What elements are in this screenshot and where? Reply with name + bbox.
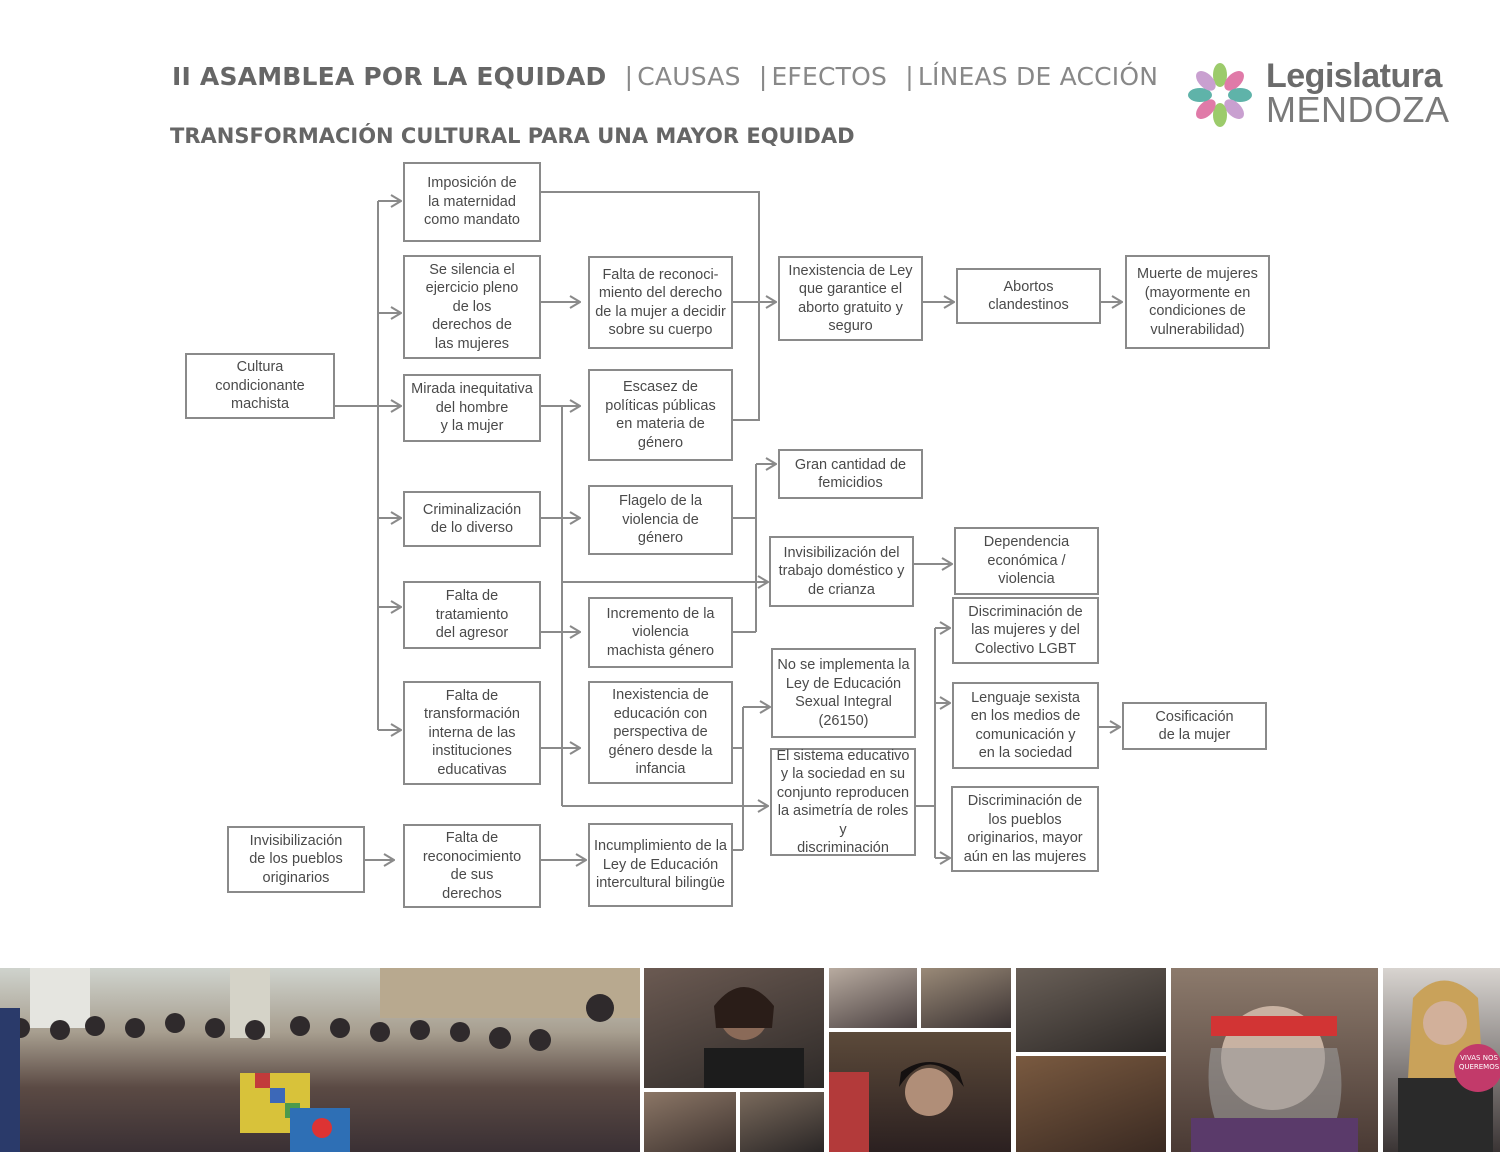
node-cosificacion-mujer: Cosificación de la mujer [1122, 702, 1267, 750]
node-incumplimiento-ley: Incumplimiento de la Ley de Educación in… [588, 823, 733, 907]
header-main-title: II ASAMBLEA POR LA EQUIDAD [172, 62, 607, 91]
logo-word-mendoza: MENDOZA [1266, 89, 1450, 130]
header-title: II ASAMBLEA POR LA EQUIDAD |CAUSAS |EFEC… [172, 62, 1158, 91]
header-efectos: EFECTOS [771, 62, 888, 91]
node-gran-cantidad-femicidios: Gran cantidad de femicidios [778, 449, 923, 499]
node-invisibilizacion-pueblos: Invisibilización de los pueblos originar… [227, 826, 365, 893]
node-flagelo-violencia: Flagelo de la violencia de género [588, 485, 733, 555]
header-causas: CAUSAS [637, 62, 741, 91]
node-inexistencia-educacion: Inexistencia de educación con perspectiv… [588, 681, 733, 784]
photo-leader-figure [1191, 1006, 1358, 1152]
node-dependencia-economica: Dependencia económica / violencia [954, 527, 1099, 595]
node-discriminacion-pueblos: Discriminación de los pueblos originario… [951, 786, 1099, 872]
node-incremento-violencia: Incremento de la violencia machista géne… [588, 597, 733, 668]
photo-strip: VIVAS NOS QUEREMOS [0, 968, 1500, 1152]
photo-indigenous-leader [1171, 968, 1378, 1152]
node-cultura-condicionante: Cultura condicionante machista [185, 353, 335, 419]
node-falta-tratamiento-agresor: Falta de tratamiento del agresor [403, 581, 541, 649]
header-lineas-de-accion: LÍNEAS DE ACCIÓN [917, 62, 1159, 91]
photo-bench-2 [921, 968, 1011, 1028]
diagram-connectors [334, 191, 1500, 960]
photo-audience-2 [740, 1092, 824, 1152]
header-separator: | [758, 62, 768, 91]
node-criminalizacion-diverso: Criminalización de lo diverso [403, 491, 541, 547]
photo-group-bench [1016, 1056, 1166, 1152]
photo-crowd-figures [0, 968, 640, 1152]
node-muerte-mujeres: Muerte de mujeres (mayormente en condici… [1125, 255, 1270, 349]
node-lenguaje-sexista: Lenguaje sexista en los medios de comuni… [952, 682, 1099, 769]
photo-assembly-group [0, 968, 640, 1152]
photo-woman-banner: VIVAS NOS QUEREMOS [1383, 968, 1500, 1152]
node-abortos-clandestinos: Abortos clandestinos [956, 268, 1101, 324]
photo-bench-1 [829, 968, 917, 1028]
node-discriminacion-lgbt: Discriminación de las mujeres y del Cole… [952, 597, 1099, 664]
node-mirada-inequitativa: Mirada inequitativa del hombre y la muje… [403, 374, 541, 442]
node-falta-transformacion: Falta de transformación interna de las i… [403, 681, 541, 785]
photo-speaker-figure [704, 987, 804, 1088]
photo-bench-3 [1016, 968, 1166, 1052]
node-no-implementa-esi: No se implementa la Ley de Educación Sex… [771, 648, 916, 738]
legislatura-logo: Legislatura MENDOZA [1182, 55, 1449, 135]
node-silencia-derechos: Se silencia el ejercicio pleno de los de… [403, 255, 541, 359]
node-sistema-educativo: El sistema educativo y la sociedad en su… [770, 748, 916, 856]
node-falta-reconocimiento-derechos: Falta de reconocimiento de sus derechos [403, 824, 541, 908]
node-escasez-politicas: Escasez de políticas públicas en materia… [588, 369, 733, 461]
node-imposicion-maternidad: Imposición de la maternidad como mandato [403, 162, 541, 242]
photo-speaker-woman [644, 968, 824, 1088]
photo-speaker-dark-hair [829, 1032, 1011, 1152]
logo-word-legislatura: Legislatura [1266, 57, 1442, 95]
photo-speaker-dark-figure [829, 1062, 964, 1152]
connector-line [540, 191, 760, 421]
header-separator: | [905, 62, 914, 91]
node-invisibilizacion-trabajo: Invisibilización del trabajo doméstico y… [769, 536, 914, 607]
header-separator: | [624, 62, 634, 91]
legislatura-flower-icon [1188, 63, 1252, 127]
node-falta-reconocimiento-cuerpo: Falta de reconoci- miento del derecho de… [588, 256, 733, 349]
page-subtitle: TRANSFORMACIÓN CULTURAL PARA UNA MAYOR E… [170, 124, 855, 148]
node-inexistencia-ley-aborto: Inexistencia de Ley que garantice el abo… [778, 256, 923, 341]
photo-audience-1 [644, 1092, 736, 1152]
photo-woman-banner-figure [1398, 980, 1500, 1152]
photo-banner-text: VIVAS NOS QUEREMOS [1458, 1054, 1500, 1071]
